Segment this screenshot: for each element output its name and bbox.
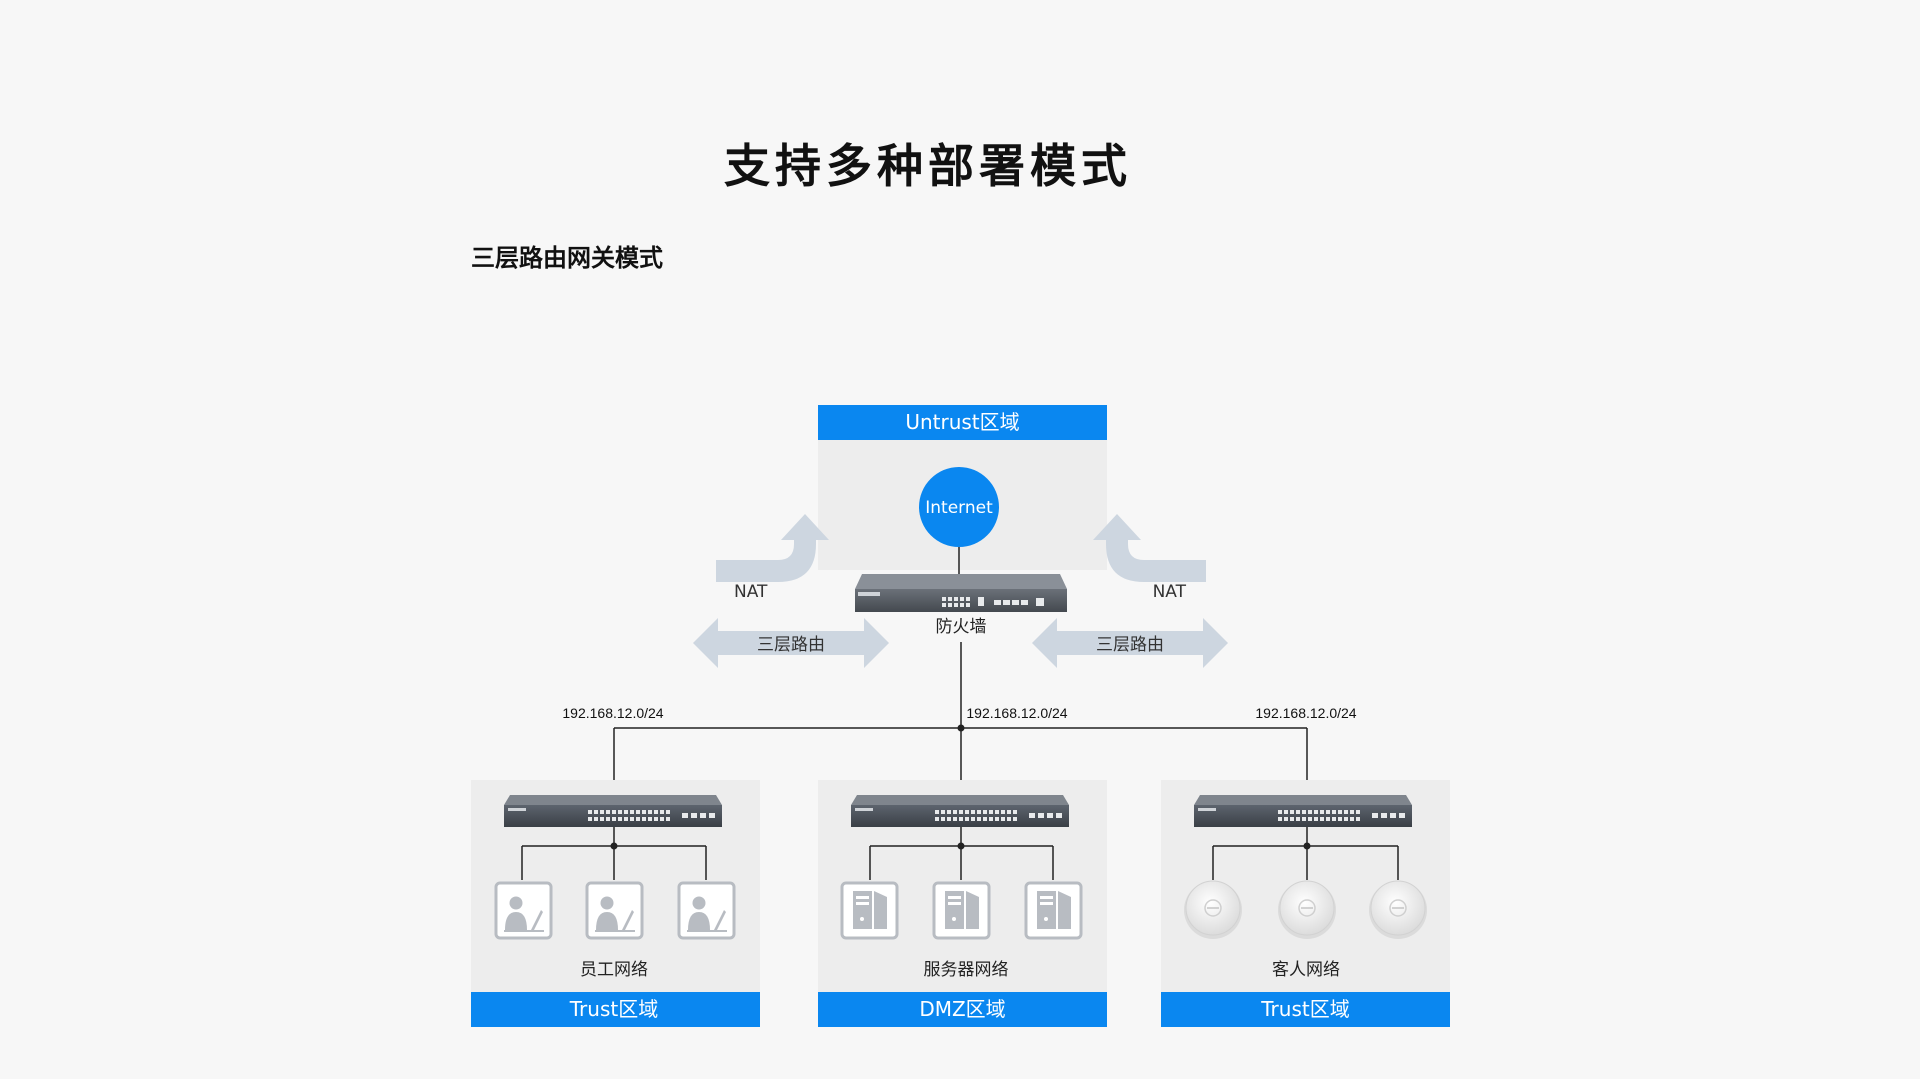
employee-terminal-icon — [585, 881, 644, 940]
network-label: 客人网络 — [1272, 960, 1340, 980]
wireless-ap-icon — [1278, 880, 1336, 939]
employee-terminal-icon — [677, 881, 736, 940]
nat-right-arrow-icon — [1093, 514, 1206, 582]
ip-label-center: 192.168.12.0/24 — [966, 705, 1067, 721]
zone-label: DMZ区域 — [919, 997, 1005, 1021]
server-icon — [840, 881, 899, 940]
firewall-device-icon — [855, 574, 1067, 612]
ip-label-left: 192.168.12.0/24 — [562, 705, 663, 721]
nat-left-arrow-icon — [716, 514, 829, 582]
wireless-ap-icon — [1184, 880, 1242, 939]
zone-bar — [471, 992, 760, 1027]
firewall-label: 防火墙 — [936, 617, 987, 637]
route-right-label: 三层路由 — [1096, 635, 1164, 655]
internet-label: Internet — [925, 498, 993, 518]
untrust-zone-bar — [818, 405, 1107, 440]
route-right-arrow-icon — [1032, 618, 1228, 668]
guest-zone: 客人网络 Trust区域 — [1161, 780, 1450, 1027]
employee-terminal-icon — [494, 881, 553, 940]
branch-junction — [610, 842, 618, 850]
server-icon — [932, 881, 991, 940]
page-title: 支持多种部署模式 — [724, 139, 1132, 193]
zone-label: Trust区域 — [569, 997, 658, 1021]
nat-left-label: NAT — [734, 582, 768, 602]
section-subtitle: 三层路由网关模式 — [471, 244, 663, 272]
zone-label: Trust区域 — [1260, 997, 1349, 1021]
server-icon — [1024, 881, 1083, 940]
nat-right-label: NAT — [1153, 582, 1187, 602]
zone-bar — [818, 992, 1107, 1027]
employee-zone: 员工网络 Trust区域 — [471, 780, 760, 1027]
untrust-zone-label: Untrust区域 — [905, 410, 1019, 434]
branch-junction — [1303, 842, 1311, 850]
wireless-ap-icon — [1369, 880, 1427, 939]
server-zone: 服务器网络 DMZ区域 — [818, 780, 1107, 1027]
access-switch-icon — [1194, 795, 1412, 827]
route-left-arrow-icon — [693, 618, 889, 668]
network-label: 员工网络 — [580, 960, 648, 980]
branch-junction — [957, 842, 965, 850]
access-switch-icon — [851, 795, 1069, 827]
ip-label-right: 192.168.12.0/24 — [1255, 705, 1356, 721]
internet-cloud-icon — [919, 467, 999, 547]
route-left-label: 三层路由 — [757, 635, 825, 655]
network-label: 服务器网络 — [924, 960, 1009, 980]
access-switch-icon — [504, 795, 722, 827]
zone-bar — [1161, 992, 1450, 1027]
